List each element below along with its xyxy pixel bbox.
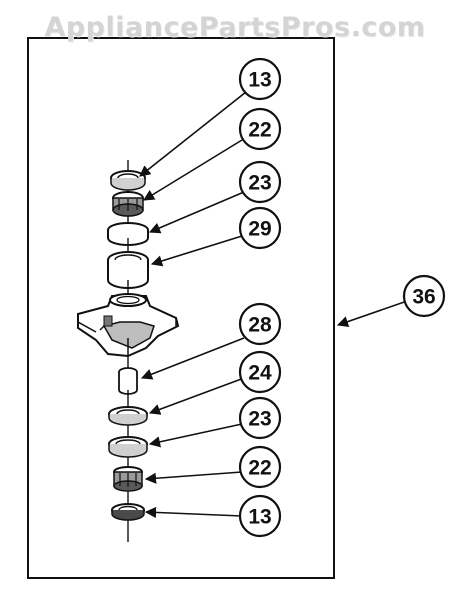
hub-spider	[77, 293, 180, 358]
part-29-bushing	[107, 251, 149, 289]
leader-line	[336, 299, 411, 327]
callout-22-bottom: 22	[238, 445, 282, 489]
callout-13-top: 13	[238, 57, 282, 101]
leader-line	[144, 471, 243, 484]
leader-line	[139, 91, 247, 177]
callout-28: 28	[238, 302, 282, 346]
callout-23-bottom: 23	[238, 396, 282, 440]
leader-line	[148, 423, 243, 448]
leader-line	[140, 337, 245, 380]
svg-text:22: 22	[248, 119, 271, 142]
callout-29: 29	[238, 206, 282, 250]
watermark-text: AppliancePartsPros.com	[44, 12, 426, 43]
assembly-frame	[27, 37, 335, 579]
svg-text:23: 23	[248, 172, 271, 195]
part-28-sleeve	[118, 367, 138, 395]
leader-line	[150, 235, 243, 267]
svg-text:23: 23	[248, 408, 271, 431]
svg-text:28: 28	[248, 314, 272, 337]
part-22-bottom-bearing	[113, 466, 143, 492]
svg-text:13: 13	[248, 506, 271, 529]
callout-23-top: 23	[238, 160, 282, 204]
svg-text:22: 22	[248, 457, 271, 480]
callout-13-bottom: 13	[238, 494, 282, 538]
svg-text:24: 24	[248, 362, 272, 385]
callout-36: 36	[402, 274, 446, 318]
part-22-top-bearing	[112, 191, 144, 217]
part-13-top-seal	[110, 170, 146, 191]
svg-text:13: 13	[248, 69, 271, 92]
part-24-washer	[108, 406, 148, 426]
leader-line	[148, 377, 245, 415]
callout-22-top: 22	[238, 107, 282, 151]
leader-line	[144, 506, 243, 519]
svg-text:29: 29	[248, 218, 271, 241]
svg-text:36: 36	[412, 286, 435, 309]
part-23-top-race	[107, 222, 149, 246]
leader-line	[143, 139, 243, 201]
part-23-bottom-race	[108, 436, 148, 458]
part-13-bottom-seal	[111, 503, 145, 521]
callout-24: 24	[238, 350, 282, 394]
leader-line	[148, 191, 245, 234]
